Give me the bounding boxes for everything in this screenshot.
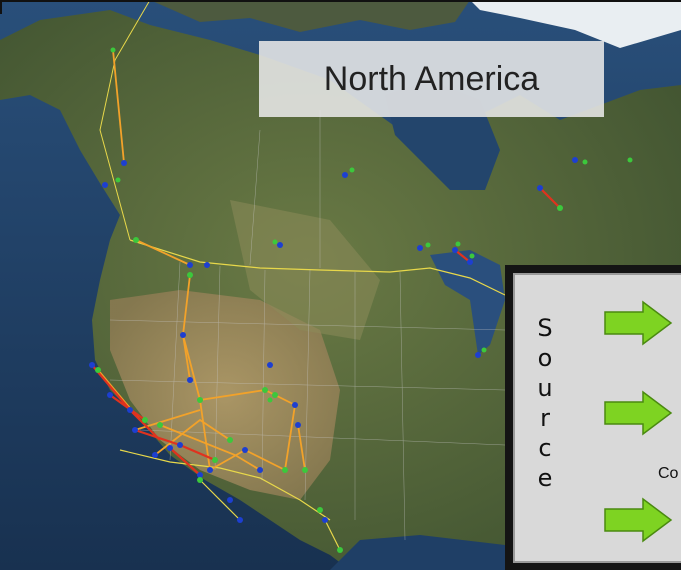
source-letter: r — [540, 404, 550, 432]
great-lakes — [430, 250, 505, 355]
legend-partial-label: Co — [658, 465, 679, 482]
green-arrow-icon — [604, 300, 673, 346]
greenland — [470, 0, 681, 48]
source-letter: c — [538, 434, 552, 462]
top-frame-notch — [0, 0, 2, 14]
arctic-islands — [150, 0, 470, 32]
yellow-links — [199, 479, 341, 551]
map-title: North America — [259, 41, 604, 117]
alaska-border — [99, 0, 151, 241]
source-letter: S — [537, 314, 553, 342]
us-canada-border — [129, 239, 506, 296]
source-letter: u — [537, 374, 553, 402]
source-letter: o — [537, 344, 553, 372]
green-arrow-icon — [604, 497, 673, 543]
source-letter: e — [537, 464, 553, 492]
gulf-of-mexico — [330, 535, 505, 570]
desert-region — [110, 290, 340, 500]
top-frame-line — [0, 0, 681, 2]
us-mexico-border — [119, 449, 331, 521]
network-nodes[interactable] — [89, 47, 633, 554]
green-arrow-icon — [604, 390, 673, 436]
state-lines — [109, 110, 506, 541]
red-links — [91, 187, 561, 476]
